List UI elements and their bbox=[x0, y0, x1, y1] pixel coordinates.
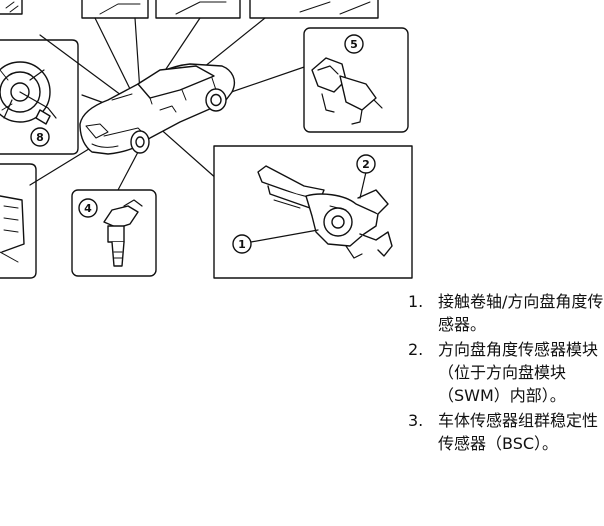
callout-5-number: 5 bbox=[350, 38, 358, 51]
legend-item-number: 2. bbox=[408, 338, 438, 407]
callout-2: 2 bbox=[357, 155, 375, 173]
inset-steering-module bbox=[214, 146, 412, 278]
legend-item: 3. 车体传感器组群稳定性传感器（BSC）。 bbox=[408, 409, 604, 455]
component-location-diagram: 8 5 4 2 1 bbox=[0, 0, 604, 280]
callout-2-number: 2 bbox=[362, 158, 370, 171]
legend-item: 2. 方向盘角度传感器模块（位于方向盘模块（SWM）内部）。 bbox=[408, 338, 604, 407]
callout-1-number: 1 bbox=[238, 238, 246, 251]
legend-item-text: 方向盘角度传感器模块（位于方向盘模块（SWM）内部）。 bbox=[438, 338, 604, 407]
legend-item: 1. 接触卷轴/方向盘角度传感器。 bbox=[408, 290, 604, 336]
callout-8: 8 bbox=[31, 128, 49, 146]
inset-module-left bbox=[0, 164, 36, 278]
callout-4-number: 4 bbox=[84, 202, 92, 215]
callout-1: 1 bbox=[233, 235, 251, 253]
car-illustration bbox=[80, 64, 234, 154]
legend-item-text: 接触卷轴/方向盘角度传感器。 bbox=[438, 290, 604, 336]
legend-item-number: 3. bbox=[408, 409, 438, 455]
callout-5: 5 bbox=[345, 35, 363, 53]
legend-item-text: 车体传感器组群稳定性传感器（BSC）。 bbox=[438, 409, 604, 455]
callout-4: 4 bbox=[79, 199, 97, 217]
legend-item-number: 1. bbox=[408, 290, 438, 336]
callout-8-number: 8 bbox=[36, 131, 44, 144]
component-legend: 1. 接触卷轴/方向盘角度传感器。 2. 方向盘角度传感器模块（位于方向盘模块（… bbox=[408, 290, 604, 457]
top-inset-boxes bbox=[0, 0, 378, 18]
